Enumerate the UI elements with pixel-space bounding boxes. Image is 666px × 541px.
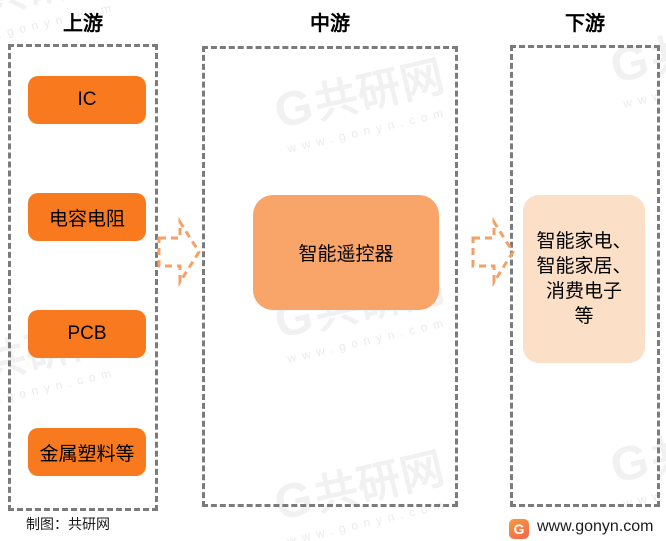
upstream-container [8, 44, 158, 511]
flow-arrow-midstream-to-downstream [471, 217, 515, 287]
downstream-line: 智能家居、 [536, 256, 632, 277]
upstream-item-metal-plastic: 金属塑料等 [28, 428, 146, 476]
downstream-applications-box: 智能家电、 智能家居、 消费电子 等 [523, 195, 645, 363]
midstream-product-box: 智能遥控器 [253, 195, 439, 310]
flow-arrow-upstream-to-midstream [157, 217, 201, 287]
column-title-upstream: 上游 [63, 13, 103, 35]
column-title-downstream: 下游 [565, 13, 605, 35]
downstream-line: 等 [574, 306, 594, 327]
gonyn-logo-icon: G [509, 519, 529, 539]
gonyn-logo-letter: G [513, 521, 525, 537]
upstream-item-pcb: PCB [28, 310, 146, 358]
downstream-container [510, 45, 660, 507]
column-title-midstream: 中游 [310, 13, 350, 35]
midstream-container [202, 46, 458, 507]
upstream-item-ic: IC [28, 76, 146, 124]
upstream-item-capacitors-resistors: 电容电阻 [28, 193, 146, 241]
downstream-line: 消费电子 [545, 281, 622, 302]
downstream-line: 智能家电、 [536, 231, 632, 252]
footer-site-url: www.gonyn.com [537, 518, 654, 535]
credit-text: 制图：共研网 [26, 516, 110, 532]
